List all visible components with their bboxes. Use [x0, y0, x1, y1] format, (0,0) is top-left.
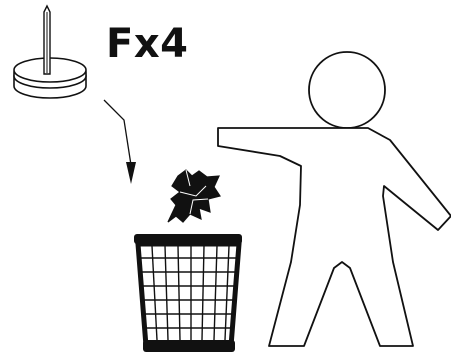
quantity-label: Fx4 — [106, 22, 188, 66]
arrow-down-icon — [104, 100, 136, 184]
person-throwing-icon — [218, 52, 451, 346]
waste-basket-icon — [134, 234, 242, 352]
furniture-glide-pin-icon — [14, 6, 86, 98]
crumpled-paper-icon — [168, 170, 220, 222]
